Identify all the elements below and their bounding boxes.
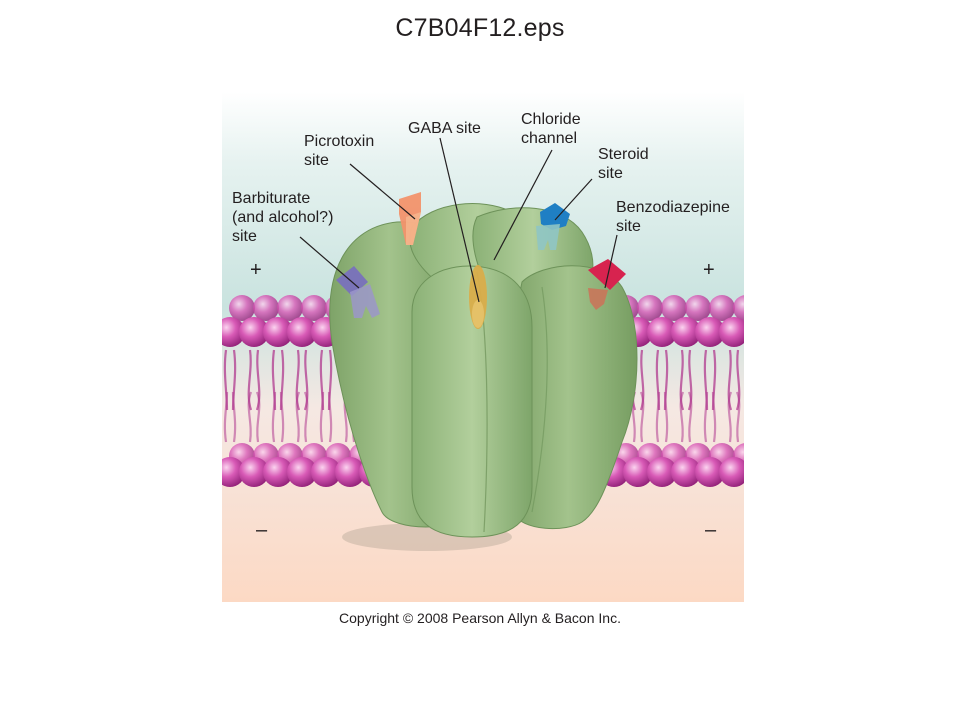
- lipid-tail: [663, 391, 669, 443]
- gaba-leader-line: [439, 137, 480, 303]
- subunit-seam: [531, 286, 548, 513]
- lipid-tail: [679, 349, 685, 411]
- steroid-label-line: Steroid: [598, 146, 649, 163]
- barbiturate-label: Barbiturate (and alcohol?) site: [232, 189, 333, 246]
- lipid-head: [229, 295, 255, 321]
- lipid-head: [647, 457, 677, 487]
- lipid-tail: [679, 391, 685, 443]
- lipid-head: [335, 457, 365, 487]
- charge-top-right: +: [703, 259, 715, 281]
- steroid-leader-line: [554, 178, 593, 221]
- lipid-tail: [255, 349, 261, 411]
- lipid-tail: [247, 349, 253, 411]
- lipid-head: [253, 295, 279, 321]
- charge-top-left: +: [250, 259, 262, 281]
- benzodiazepine-label-line: Benzodiazepine: [616, 199, 730, 216]
- lipid-head: [277, 295, 303, 321]
- copyright-notice: Copyright © 2008 Pearson Allyn & Bacon I…: [339, 610, 621, 626]
- lipid-tail: [295, 391, 301, 443]
- lipid-head: [287, 317, 317, 347]
- lipid-head: [263, 317, 293, 347]
- receptor-subunit-front: [411, 265, 533, 538]
- lipid-head: [661, 295, 687, 321]
- lipid-head: [637, 295, 663, 321]
- gaba-receptor-figure: Picrotoxin site GABA site Chloride chann…: [222, 92, 744, 602]
- lipid-tail: [639, 391, 645, 443]
- lipid-tail: [687, 349, 693, 411]
- barbiturate-leader-line: [299, 236, 360, 289]
- picrotoxin-label-line: site: [304, 152, 329, 169]
- lipid-tail: [303, 349, 309, 411]
- lipid-head: [263, 457, 293, 487]
- lipid-tail: [687, 391, 693, 443]
- lipid-head: [671, 457, 701, 487]
- lipid-tail: [735, 391, 741, 443]
- lipid-tail: [247, 391, 253, 443]
- leader-lines: [299, 137, 618, 303]
- picrotoxin-site-marker: [399, 192, 421, 245]
- charge-bottom-right: –: [705, 519, 717, 541]
- benzodiazepine-label: Benzodiazepine site: [616, 198, 730, 236]
- steroid-label: Steroid site: [598, 145, 649, 183]
- lipid-tail: [703, 391, 709, 443]
- picrotoxin-leader-line: [349, 163, 416, 220]
- barbiturate-label-line: (and alcohol?): [232, 209, 334, 226]
- lipid-head: [222, 457, 245, 487]
- lipid-tail: [295, 349, 301, 411]
- charge-bottom-left: –: [256, 519, 268, 541]
- benzodiazepine-leader-line: [604, 234, 618, 289]
- lipid-head: [695, 317, 725, 347]
- gaba-label-line: GABA site: [408, 120, 481, 137]
- lipid-head: [623, 457, 653, 487]
- gaba-a-receptor: [329, 203, 638, 551]
- lipid-head: [733, 295, 744, 321]
- lipid-tail: [231, 391, 237, 443]
- picrotoxin-label-line: Picrotoxin: [304, 133, 375, 150]
- lipid-head: [239, 317, 269, 347]
- lipid-head: [719, 457, 744, 487]
- lipid-tail: [327, 391, 333, 443]
- figure-canvas: [222, 92, 744, 602]
- chloride-leader-line: [493, 149, 553, 261]
- lipid-head: [311, 457, 341, 487]
- lipid-head: [695, 457, 725, 487]
- chloride-label-line: channel: [521, 130, 578, 147]
- lipid-head: [222, 317, 245, 347]
- lipid-tail: [271, 391, 277, 443]
- lipid-head: [685, 295, 711, 321]
- lipid-head: [719, 317, 744, 347]
- lipid-head: [287, 457, 317, 487]
- steroid-label-line: site: [598, 165, 623, 182]
- lipid-tail: [303, 391, 309, 443]
- lipid-tail: [735, 349, 741, 411]
- lipid-head: [239, 457, 269, 487]
- benzodiazepine-label-line: site: [616, 218, 641, 235]
- lipid-head: [647, 317, 677, 347]
- barbiturate-label-line: site: [232, 228, 257, 245]
- lipid-tail: [319, 391, 325, 443]
- page-title: C7B04F12.eps: [395, 14, 565, 42]
- picrotoxin-label: Picrotoxin site: [304, 132, 374, 170]
- lipid-tail: [655, 391, 661, 443]
- lipid-tail: [279, 391, 285, 443]
- binding-sites: [336, 192, 626, 329]
- benzodiazepine-site-marker: [588, 259, 626, 310]
- lipid-head: [709, 295, 735, 321]
- lipid-tail: [727, 349, 733, 411]
- lipid-tail: [639, 349, 645, 411]
- steroid-site-marker: [536, 203, 570, 250]
- gaba-label: GABA site: [408, 119, 481, 138]
- barbiturate-site-marker: [336, 266, 380, 318]
- chloride-label-line: Chloride: [521, 111, 581, 128]
- lipid-tail: [727, 391, 733, 443]
- lipid-tail: [711, 391, 717, 443]
- lipid-head: [671, 317, 701, 347]
- barbiturate-label-line: Barbiturate: [232, 190, 311, 207]
- chloride-label: Chloride channel: [521, 110, 581, 148]
- lipid-head: [301, 295, 327, 321]
- lipid-tail: [223, 391, 229, 443]
- lipid-tail: [255, 391, 261, 443]
